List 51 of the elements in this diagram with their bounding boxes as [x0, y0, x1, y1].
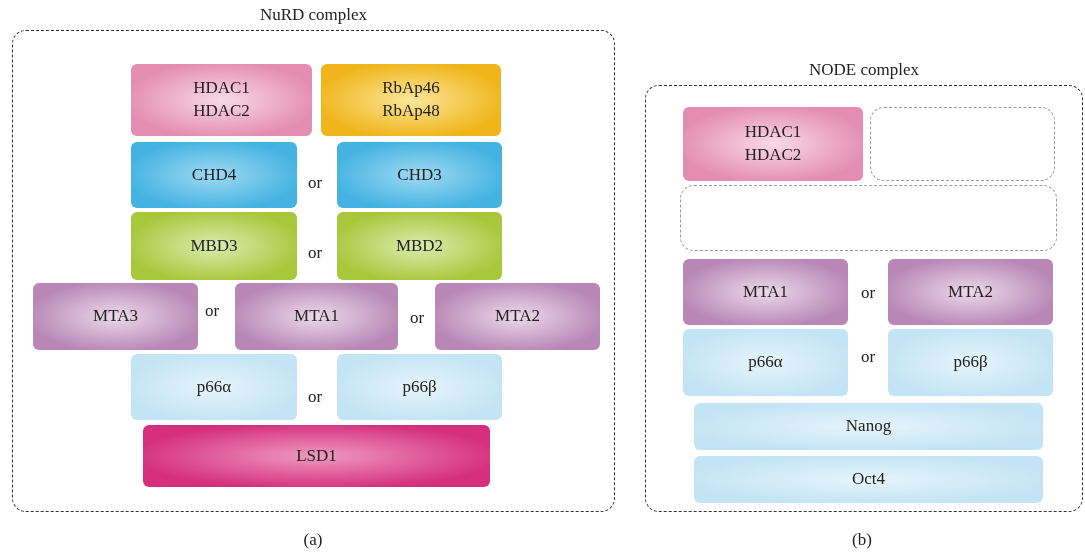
- protein-name: MTA2: [948, 280, 993, 303]
- protein-box: [888, 259, 1053, 325]
- protein-box: [337, 142, 502, 208]
- or-label: or: [307, 173, 323, 193]
- protein-box: [694, 456, 1043, 503]
- protein-box: [131, 212, 297, 280]
- protein-name: Oct4: [851, 468, 885, 491]
- protein-box: [435, 283, 600, 350]
- protein-name: RbAp46 RbAp48: [381, 77, 441, 122]
- protein-name: CHD4: [191, 163, 237, 186]
- protein-box: [131, 64, 312, 136]
- protein-box: [33, 283, 198, 350]
- protein-box: [337, 354, 502, 420]
- or-label: or: [860, 347, 876, 367]
- protein-name: MTA1: [743, 280, 788, 303]
- or-label: or: [204, 301, 220, 321]
- empty-dashed-box: [680, 185, 1057, 251]
- protein-name: p66β: [953, 351, 988, 374]
- group-title: NODE complex: [808, 60, 920, 80]
- protein-name: HDAC1 HDAC2: [192, 77, 251, 122]
- protein-box: [888, 329, 1053, 396]
- or-label: or: [409, 308, 425, 328]
- protein-name: p66α: [748, 351, 783, 374]
- protein-box: [683, 259, 848, 325]
- protein-name: p66β: [402, 375, 437, 398]
- protein-box: [337, 212, 502, 280]
- protein-name: MTA3: [93, 305, 138, 328]
- protein-box: [131, 354, 297, 420]
- protein-box: [235, 283, 398, 350]
- protein-box: [321, 64, 501, 136]
- empty-dashed-box: [870, 107, 1055, 181]
- protein-box: [131, 142, 297, 208]
- protein-name: MTA1: [294, 305, 339, 328]
- protein-box: [694, 403, 1043, 450]
- or-label: or: [860, 283, 876, 303]
- protein-name: CHD3: [397, 163, 442, 186]
- protein-name: LSD1: [296, 444, 337, 467]
- group-title: NuRD complex: [258, 5, 369, 25]
- or-label: or: [307, 243, 323, 263]
- or-label: or: [307, 387, 323, 407]
- panel-label: (a): [303, 530, 323, 550]
- protein-name: p66α: [196, 375, 232, 398]
- panel-label: (b): [852, 530, 872, 550]
- protein-name: MTA2: [495, 305, 540, 328]
- protein-name: Nanog: [845, 415, 892, 438]
- protein-name: HDAC1 HDAC2: [743, 121, 803, 166]
- protein-box: [683, 107, 863, 181]
- protein-box: [143, 425, 490, 487]
- protein-name: MBD2: [395, 234, 444, 257]
- protein-name: MBD3: [190, 234, 238, 257]
- protein-box: [683, 329, 848, 396]
